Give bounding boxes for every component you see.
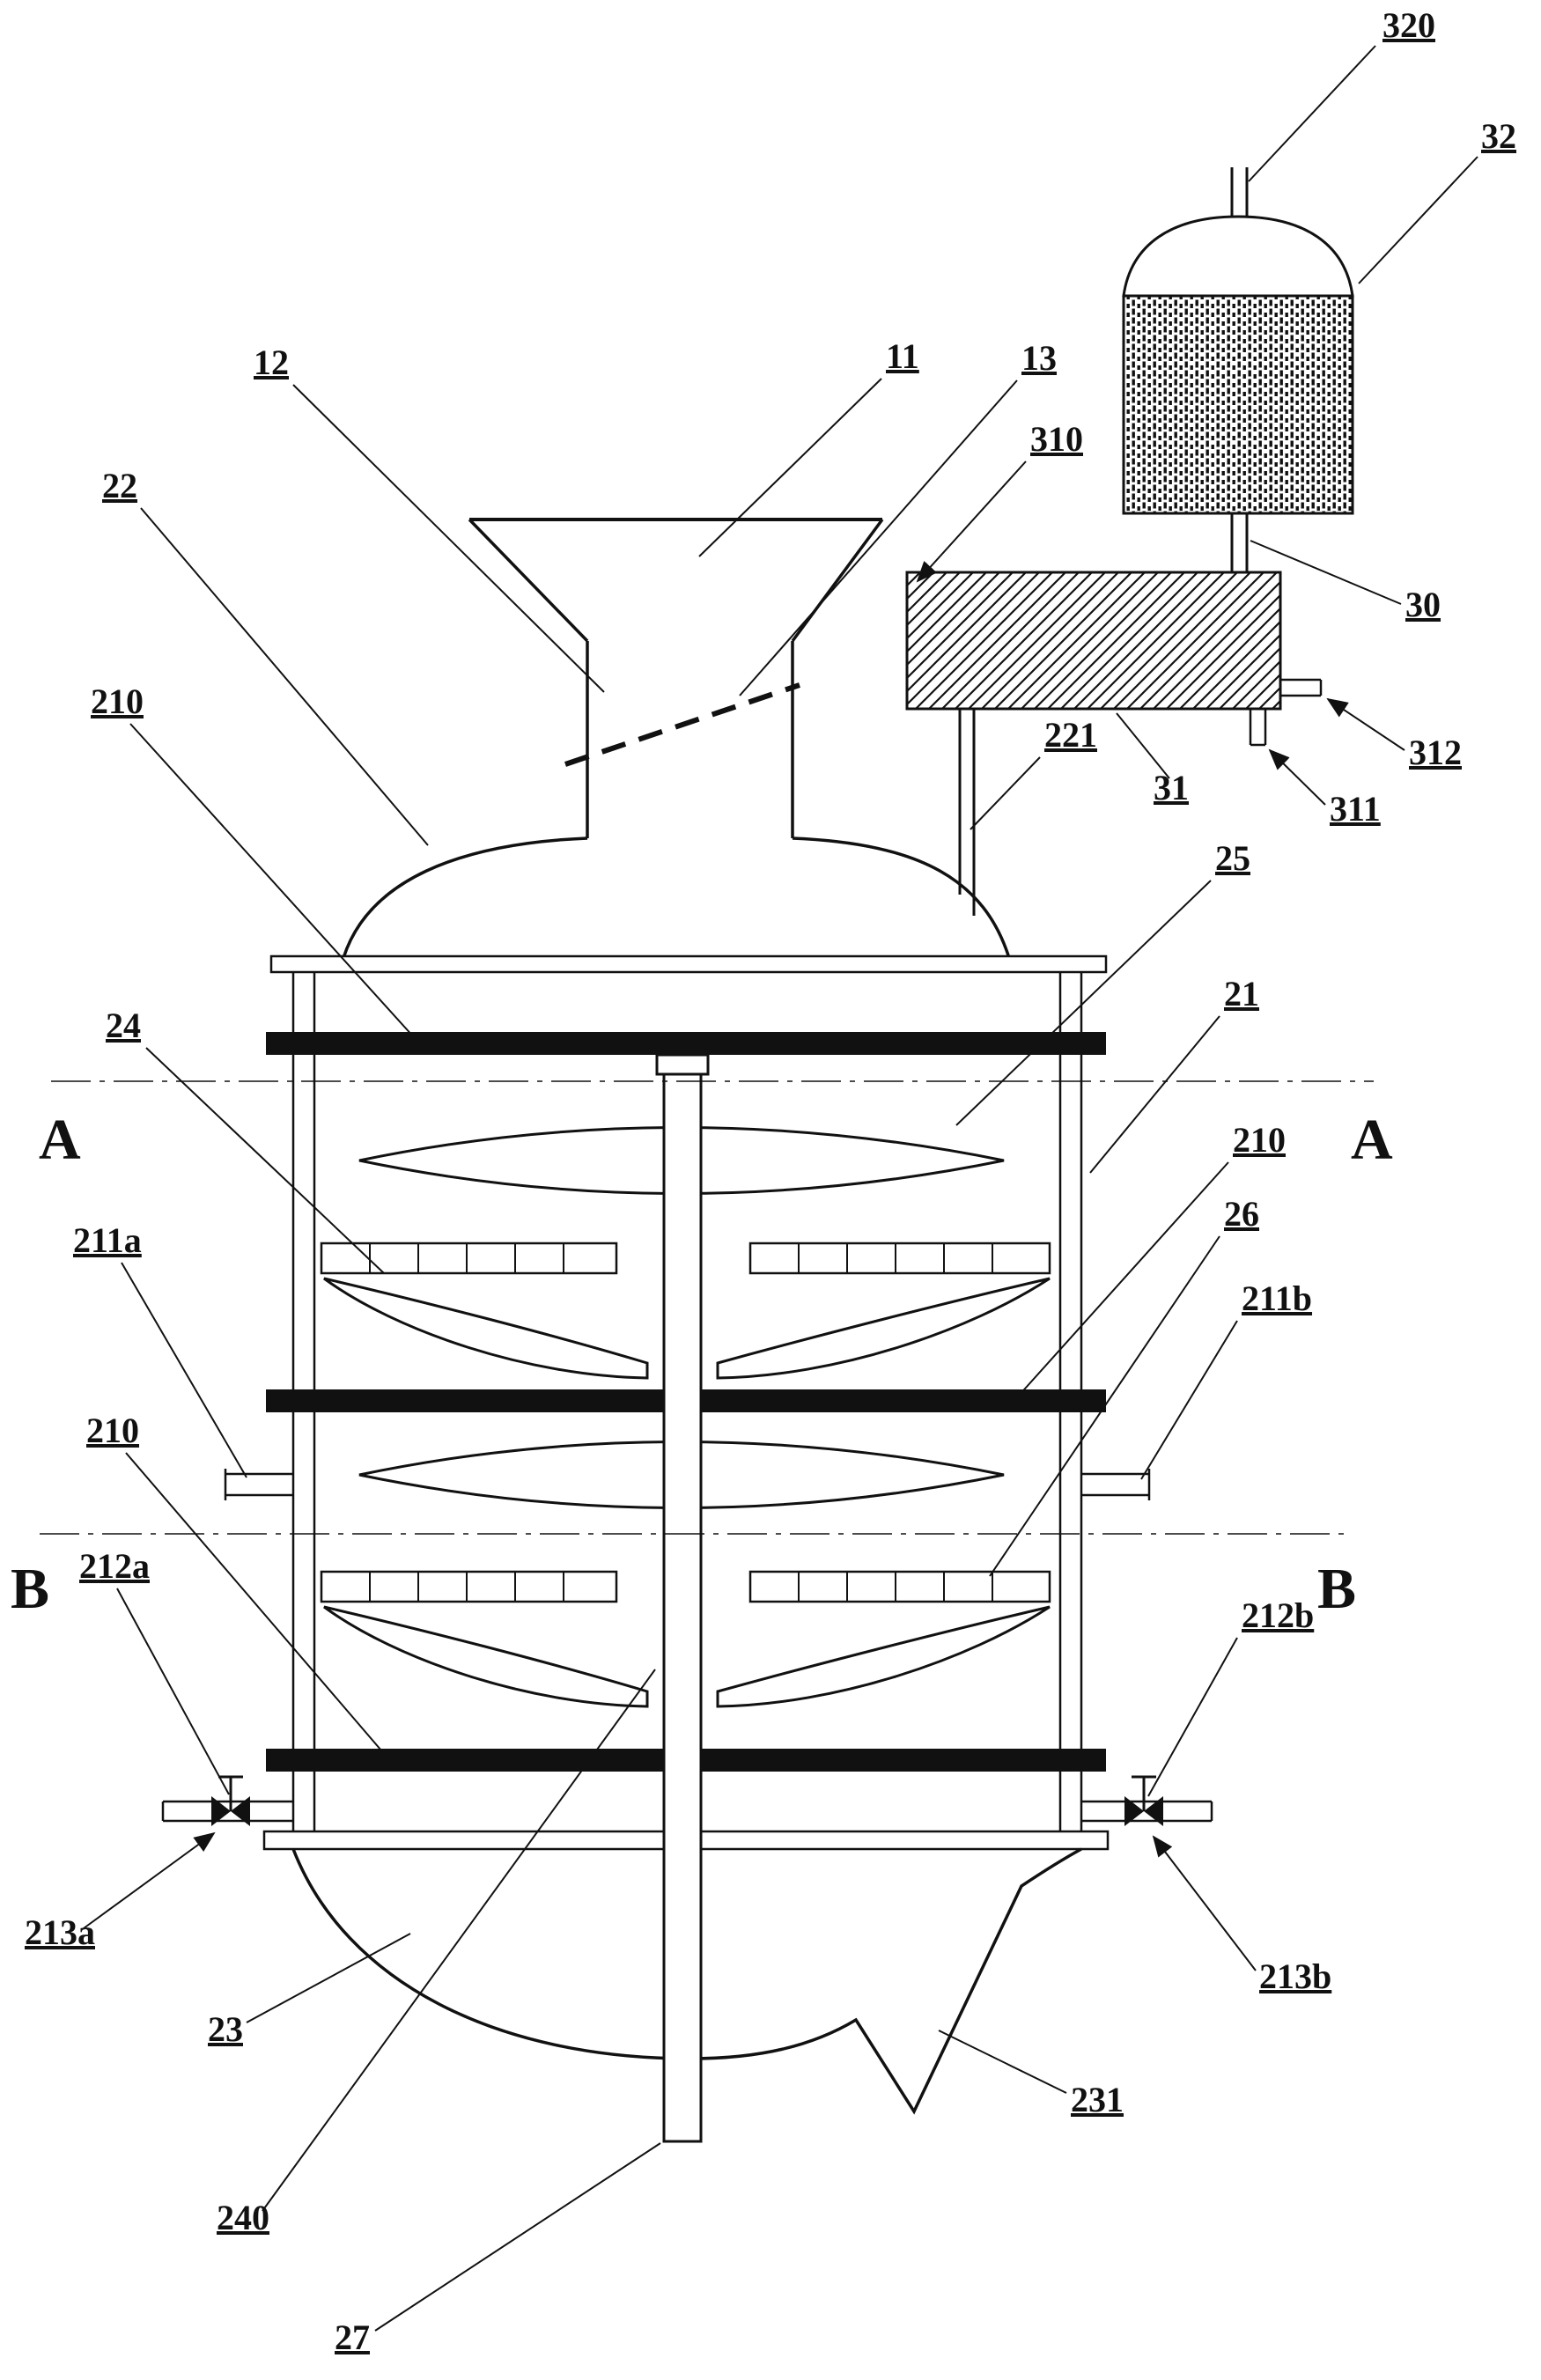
label-311: 311: [1330, 789, 1381, 829]
label-13: 13: [1021, 338, 1057, 378]
side-nozzle-211b: [1081, 1469, 1151, 1500]
leader-210-right: [1017, 1161, 1229, 1397]
toothed-bar-lower-left: [320, 1570, 618, 1603]
leader-11: [698, 378, 882, 557]
side-nozzle-211a: [224, 1469, 293, 1500]
leader-13: [739, 379, 1018, 696]
outlet-stub-312: [1280, 678, 1323, 697]
agitator-shaft: [662, 1062, 703, 2143]
label-212a: 212a: [79, 1546, 150, 1586]
leader-320: [1248, 45, 1376, 182]
sweep-blade-upper-left: [323, 1277, 649, 1380]
top-flange: [269, 954, 1108, 974]
toothed-bar-upper-left: [320, 1242, 618, 1275]
leader-lines: [83, 45, 1478, 2332]
sieve-plate-1: [266, 1032, 1106, 1055]
leader-231: [938, 2030, 1067, 2094]
external-unit: [905, 167, 1354, 916]
top-dome-right: [792, 836, 1011, 959]
feed-hopper: [468, 518, 884, 838]
dished-bottom: [291, 1847, 1082, 2115]
leader-12: [292, 384, 605, 693]
label-213b: 213b: [1259, 1956, 1331, 1996]
section-letter-a-left: A: [39, 1108, 81, 1172]
leader-25: [955, 880, 1212, 1126]
sweep-blade-lower-left: [323, 1605, 649, 1708]
leader-310: [916, 461, 1027, 583]
leader-21: [1089, 1015, 1220, 1174]
reactor-vessel: [161, 836, 1213, 2143]
connecting-pipe-30: [1230, 513, 1249, 572]
label-27: 27: [335, 2317, 370, 2357]
section-letters: A A B B: [11, 1108, 1393, 1621]
leader-211b: [1140, 1320, 1238, 1480]
label-11: 11: [886, 336, 919, 376]
label-212b: 212b: [1242, 1595, 1314, 1635]
leader-24: [145, 1047, 385, 1274]
leader-26: [989, 1235, 1220, 1577]
section-letter-b-right: B: [1317, 1557, 1356, 1621]
receiver-body-packed: [1122, 294, 1354, 515]
return-pipe-221: [958, 709, 976, 916]
label-31: 31: [1154, 768, 1189, 807]
label-211a: 211a: [73, 1220, 142, 1260]
label-24: 24: [106, 1006, 141, 1045]
section-letter-b-left: B: [11, 1557, 49, 1621]
toothed-bar-lower-right: [748, 1570, 1051, 1603]
label-310: 310: [1030, 419, 1083, 459]
valve-213b: [1124, 1775, 1163, 1826]
outlet-pipe-212a: [161, 1800, 293, 1823]
label-231: 231: [1071, 2080, 1124, 2119]
label-240: 240: [217, 2198, 269, 2237]
leader-31: [1116, 712, 1170, 779]
label-12: 12: [254, 343, 289, 382]
valve-213a: [211, 1775, 250, 1826]
leader-27: [374, 2142, 661, 2332]
section-letter-a-right: A: [1351, 1108, 1393, 1172]
section-lines: [40, 1080, 1374, 1535]
outlet-pipe-212b: [1081, 1800, 1213, 1823]
label-210-right: 210: [1233, 1120, 1286, 1160]
leader-240: [262, 1669, 656, 2212]
leader-32: [1358, 156, 1478, 284]
leader-221: [970, 756, 1041, 830]
label-210-top: 210: [91, 682, 144, 721]
label-22: 22: [102, 466, 137, 505]
sweep-blade-lower-right: [716, 1605, 1051, 1708]
leader-211a: [121, 1262, 247, 1478]
label-25: 25: [1215, 838, 1250, 878]
label-213a: 213a: [25, 1912, 95, 1952]
heat-exchanger-block: [905, 571, 1282, 711]
shaft-top-cap: [655, 1053, 710, 1076]
leader-210-left: [125, 1452, 382, 1751]
leader-212a: [116, 1588, 230, 1795]
receiver-dome: [1122, 215, 1354, 298]
label-312: 312: [1409, 733, 1462, 772]
reference-labels: 320 32 12 11 13 310 22 210 221 30 31 312…: [25, 5, 1516, 2357]
label-210-left: 210: [86, 1411, 139, 1450]
leader-210-top: [129, 723, 415, 1038]
leader-312: [1326, 697, 1405, 751]
valve-flap-dashed: [564, 682, 800, 767]
label-211b: 211b: [1242, 1278, 1312, 1318]
label-26: 26: [1224, 1194, 1259, 1234]
label-23: 23: [208, 2009, 243, 2049]
leader-213a: [83, 1831, 216, 1929]
leader-30: [1250, 540, 1402, 605]
leader-311: [1268, 748, 1326, 806]
leader-23: [246, 1933, 411, 2023]
leader-212b: [1147, 1637, 1238, 1797]
sweep-blade-upper-right: [716, 1277, 1051, 1380]
label-221: 221: [1044, 715, 1097, 755]
top-dome-left: [342, 836, 588, 959]
drain-stub-311: [1249, 709, 1267, 747]
label-32: 32: [1481, 116, 1516, 156]
label-30: 30: [1405, 585, 1441, 624]
toothed-bar-upper-right: [748, 1242, 1051, 1275]
label-21: 21: [1224, 974, 1259, 1013]
leader-213b: [1152, 1835, 1257, 1971]
leader-22: [140, 507, 429, 846]
label-320: 320: [1382, 5, 1435, 45]
